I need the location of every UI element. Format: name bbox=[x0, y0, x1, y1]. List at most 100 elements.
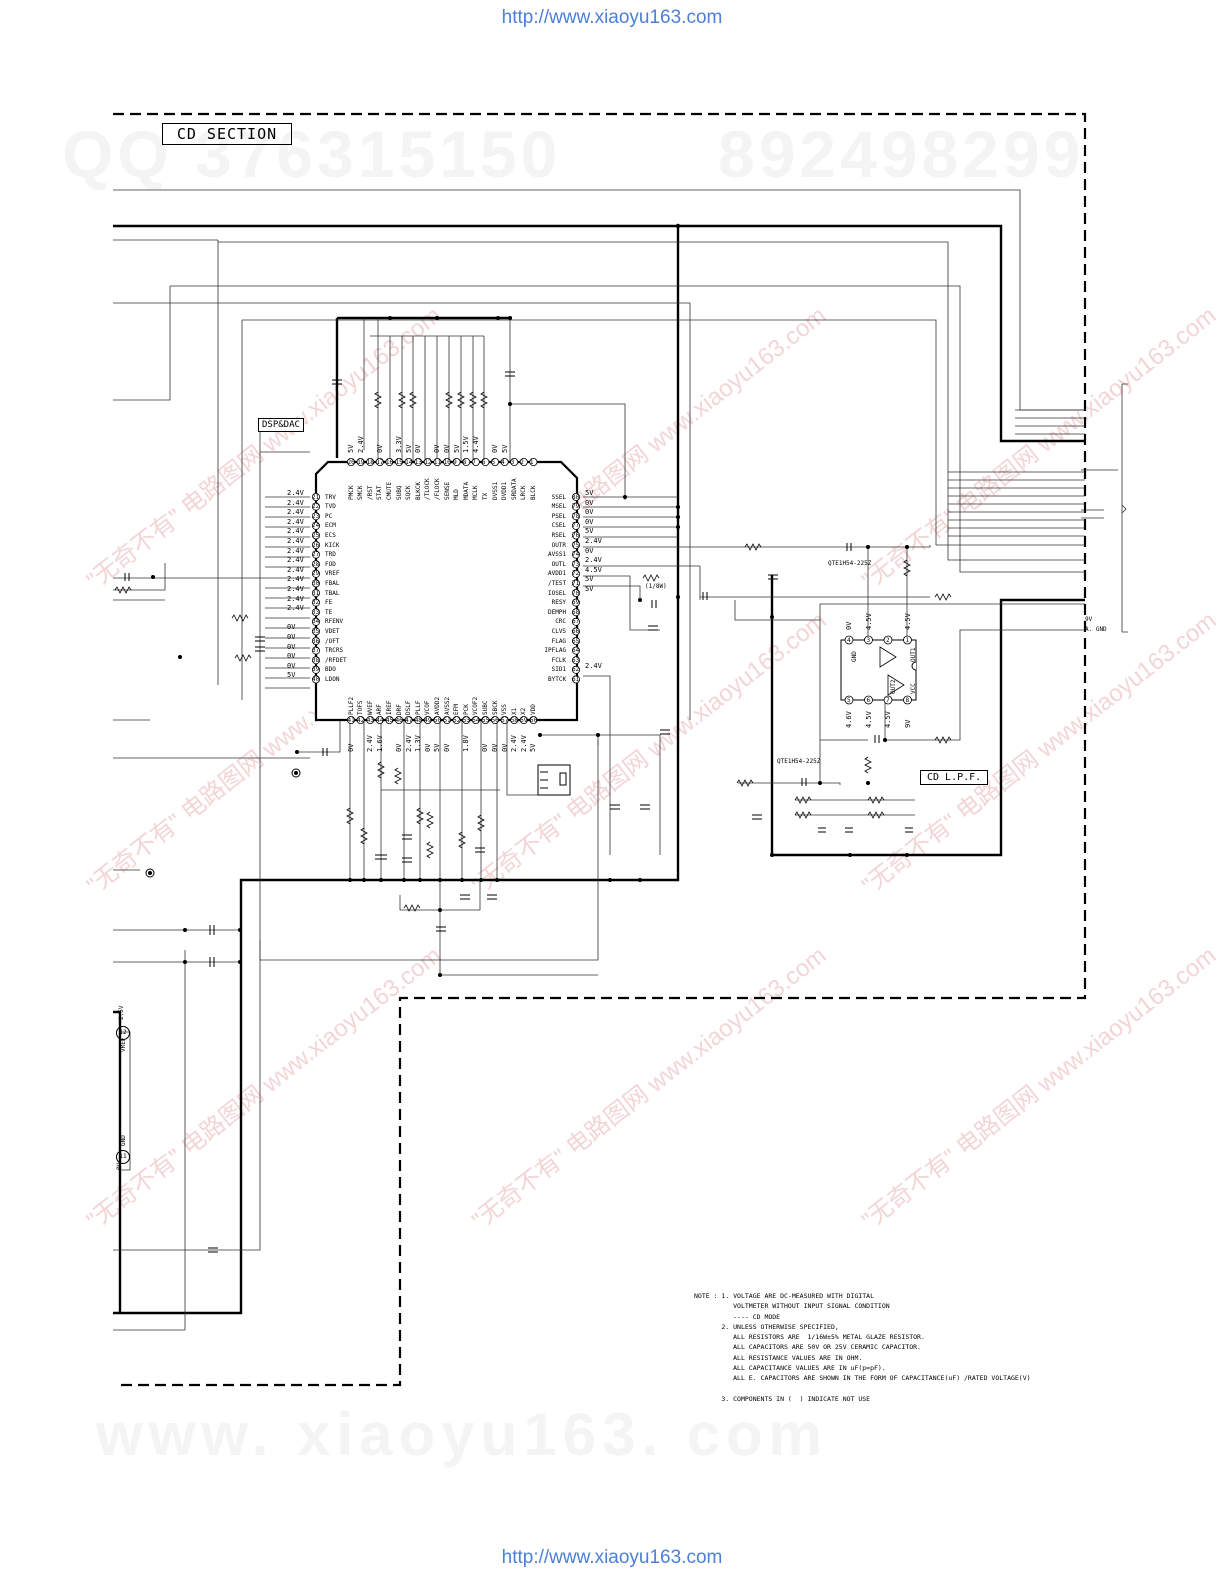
pin-circle bbox=[433, 457, 442, 466]
pin-name: ARF bbox=[376, 704, 384, 715]
pin-voltage: 2.4V bbox=[287, 517, 304, 526]
watermark-cn: "无奇不有" 电路图网 www.xiaoyu163.com bbox=[467, 942, 831, 1235]
pin-name: EFM bbox=[453, 704, 461, 715]
pin-name: DRF bbox=[395, 704, 403, 715]
pin-number: 61 bbox=[572, 675, 580, 683]
pin-number: 57 bbox=[501, 717, 509, 724]
pin-circle bbox=[423, 457, 432, 466]
pin-voltage: 5V bbox=[585, 527, 594, 536]
pin-name: MLD bbox=[453, 489, 461, 500]
pin-name: IPFLAG bbox=[544, 647, 567, 655]
pin-name: OUTL bbox=[551, 560, 567, 568]
pin-number: 80 bbox=[572, 493, 580, 501]
pin-name: /TEST bbox=[548, 579, 567, 587]
cap-part-label: QTE1H54-225Z bbox=[777, 758, 821, 765]
watermark-cn: "无奇不有" 电路图网 www.xiaoyu163.com bbox=[857, 302, 1221, 595]
pin-name: /OFT bbox=[325, 637, 340, 645]
pin-name: X2 bbox=[520, 707, 528, 715]
connector-pin-12: 12 bbox=[116, 1026, 130, 1040]
pin-number: 55 bbox=[481, 717, 490, 724]
footer-url[interactable]: http://www.xiaoyu163.com bbox=[501, 1547, 723, 1568]
pin-voltage: 5V bbox=[287, 671, 296, 680]
pin-voltage: 1.8V bbox=[462, 735, 471, 752]
pin-voltage: 0V bbox=[491, 444, 499, 453]
pin-number: 25 bbox=[312, 531, 320, 539]
pin-voltage: 2.4V bbox=[366, 735, 375, 752]
pin-number: 35 bbox=[312, 627, 320, 635]
pin-circle bbox=[471, 457, 480, 466]
connector-pin-11: 11 bbox=[116, 1150, 130, 1164]
pin-name: VSS bbox=[501, 704, 509, 715]
note-line: ---- CD MODE bbox=[694, 1312, 781, 1321]
pin-voltage: 2.4V bbox=[356, 436, 365, 453]
pin-circle bbox=[529, 716, 538, 725]
pin-name: VCOF2 bbox=[472, 696, 480, 715]
pin-name: VCOF bbox=[424, 700, 432, 715]
pin-number: 18 bbox=[366, 459, 374, 466]
pin-voltage: 5V bbox=[585, 489, 594, 497]
pin-name: OUT1 bbox=[909, 647, 917, 662]
pin-name: VDET bbox=[325, 627, 340, 635]
pin-number: 4 bbox=[501, 459, 505, 466]
pin-number: 77 bbox=[572, 522, 580, 530]
pin-voltage: 5V bbox=[347, 444, 355, 453]
pin-voltage: 0V bbox=[491, 743, 499, 752]
pin-circle bbox=[519, 457, 528, 466]
pin-circle bbox=[490, 716, 499, 725]
pin-circle bbox=[414, 716, 423, 725]
cd-lpf-label: CD L.P.F. bbox=[920, 770, 989, 785]
pin-number: 30 bbox=[312, 579, 320, 587]
connector-agnd-label: A. GND bbox=[1085, 626, 1107, 633]
pin-number: 36 bbox=[312, 637, 320, 645]
pin-voltage: 0V bbox=[433, 444, 442, 453]
pin-circle bbox=[414, 457, 423, 466]
pin-name: CSEL bbox=[551, 522, 567, 530]
pin-voltage: 0V bbox=[287, 633, 296, 641]
watermark-cn: "无奇不有" 电路图网 www.xiaoyu163.com bbox=[857, 942, 1221, 1235]
pin-circle bbox=[864, 635, 873, 645]
pin-voltage: 5V bbox=[433, 743, 442, 752]
pin-circle bbox=[356, 716, 365, 725]
pin-voltage: 1.6V bbox=[375, 735, 384, 752]
pin-name: GND bbox=[851, 651, 858, 662]
pin-number: 3 bbox=[866, 637, 871, 644]
pin-circle bbox=[572, 521, 581, 530]
pin-number: 60 bbox=[529, 717, 538, 724]
pin-circle bbox=[311, 675, 320, 684]
pin-voltage: 2.4V bbox=[287, 585, 304, 593]
pin-name: SQCK bbox=[405, 485, 413, 500]
pin-number: 6 bbox=[481, 459, 486, 466]
pin-circle bbox=[481, 716, 490, 725]
pin-voltage: 4.5V bbox=[864, 613, 873, 630]
pin-voltage: 4.5V bbox=[585, 565, 602, 574]
pin-name: BLKCK bbox=[414, 481, 422, 500]
pin-circle bbox=[311, 521, 320, 530]
pin-circle bbox=[311, 502, 320, 511]
pin-circle bbox=[490, 457, 499, 466]
pin-name: SRDATA bbox=[510, 478, 518, 500]
header-url[interactable]: http://www.xiaoyu163.com bbox=[501, 7, 723, 28]
pin-name: PC bbox=[325, 512, 333, 520]
pin-number: 34 bbox=[312, 618, 320, 626]
pin-number: 75 bbox=[572, 541, 580, 549]
pin-name: DSLF bbox=[405, 700, 413, 715]
pin-circle bbox=[471, 716, 480, 725]
pin-number: 69 bbox=[572, 599, 580, 607]
pin-number: 24 bbox=[312, 522, 320, 530]
pin-name: SSEL bbox=[551, 493, 567, 501]
pin-circle bbox=[844, 635, 854, 645]
pin-number: 48 bbox=[414, 717, 422, 724]
pin-number: 66 bbox=[572, 627, 580, 635]
pin-circle bbox=[864, 695, 873, 705]
pin-number: 21 bbox=[312, 493, 320, 501]
connector-gnd-volt: 0V bbox=[116, 1162, 123, 1170]
pin-number: 44 bbox=[376, 717, 384, 724]
pin-voltage: 5V bbox=[585, 585, 594, 593]
pin-number: 70 bbox=[572, 589, 580, 597]
pin-circle bbox=[311, 512, 320, 521]
dsp-ic-body bbox=[314, 460, 579, 722]
pin-voltage: 2.4V bbox=[287, 527, 304, 536]
pin-circle bbox=[311, 560, 320, 569]
pin-name: TE bbox=[325, 608, 333, 616]
